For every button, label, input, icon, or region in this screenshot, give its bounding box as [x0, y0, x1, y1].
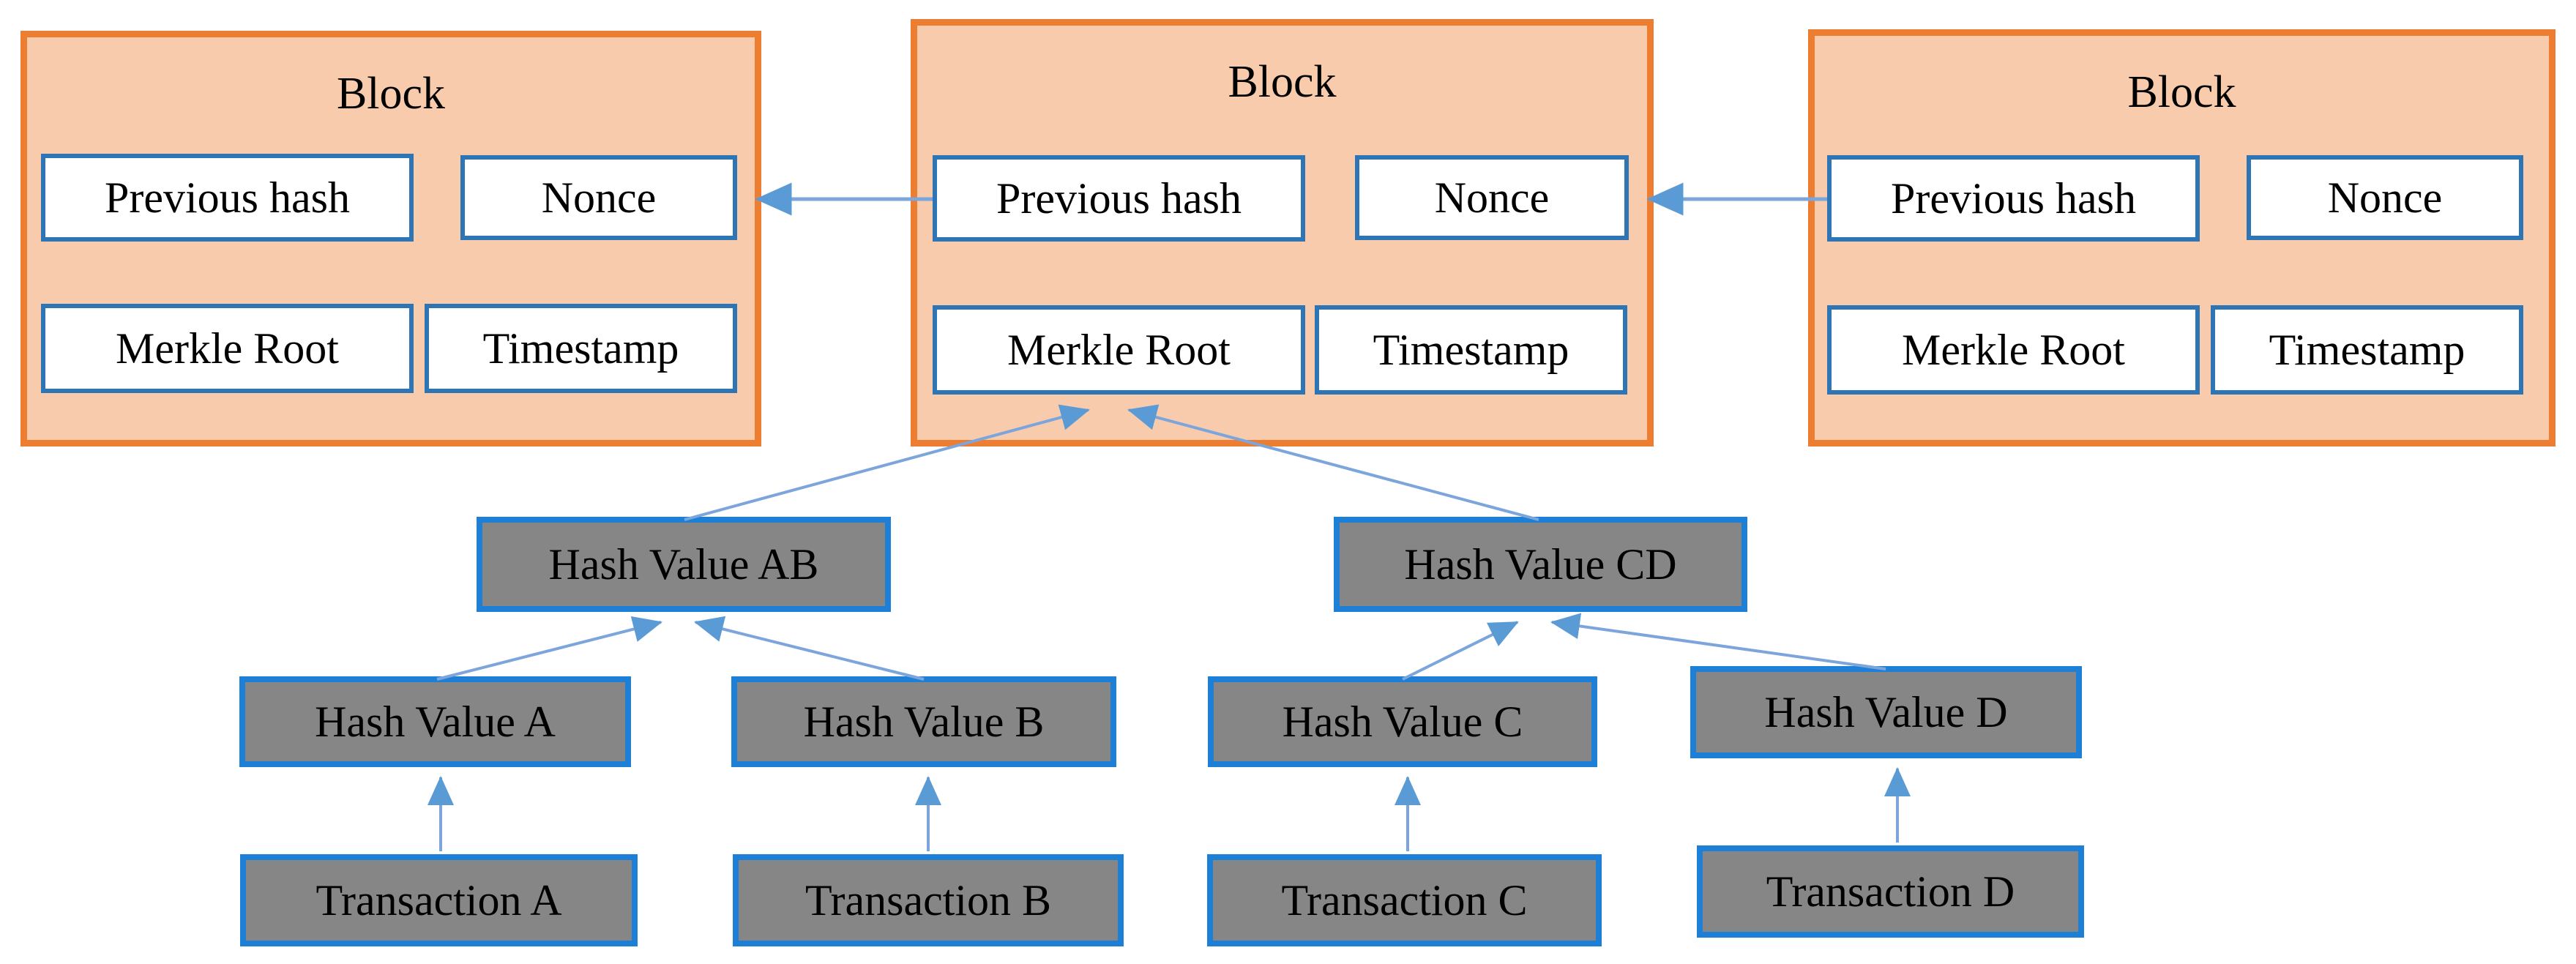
- hash-value-cd-node: Hash Value CD: [1334, 517, 1747, 612]
- transaction-d-node: Transaction D: [1697, 845, 2084, 938]
- transaction-a-node: Transaction A: [240, 854, 638, 946]
- block-2-timestamp: Timestamp: [1315, 305, 1627, 395]
- arrow-b-to-ab: [694, 616, 925, 681]
- hash-value-d-node: Hash Value D: [1690, 666, 2082, 758]
- block-1-nonce: Nonce: [460, 155, 737, 240]
- block-1-previous-hash: Previous hash: [41, 154, 414, 242]
- block-3-timestamp: Timestamp: [2211, 305, 2523, 395]
- transaction-b-node: Transaction B: [733, 854, 1124, 946]
- hash-value-b-node: Hash Value B: [731, 676, 1116, 767]
- block-3-merkle-root: Merkle Root: [1827, 305, 2200, 395]
- block-1-merkle-root: Merkle Root: [41, 304, 414, 393]
- block-2-merkle-root: Merkle Root: [933, 305, 1305, 395]
- arrow-d-to-cd: [1550, 613, 1886, 670]
- hash-value-ab-node: Hash Value AB: [477, 517, 891, 612]
- block-3-previous-hash: Previous hash: [1827, 155, 2200, 242]
- block-1-timestamp: Timestamp: [425, 304, 737, 393]
- transaction-c-node: Transaction C: [1207, 854, 1602, 946]
- hash-value-c-node: Hash Value C: [1208, 676, 1597, 767]
- hash-value-a-node: Hash Value A: [239, 676, 631, 767]
- block-3-nonce: Nonce: [2247, 155, 2523, 240]
- block-2-title: Block: [1228, 57, 1337, 107]
- arrow-c-to-cd: [1402, 621, 1519, 681]
- arrow-a-to-ab: [436, 616, 662, 681]
- block-3-title: Block: [2127, 67, 2236, 117]
- block-2-nonce: Nonce: [1355, 155, 1629, 240]
- block-2-previous-hash: Previous hash: [933, 155, 1305, 242]
- block-1-title: Block: [336, 69, 446, 119]
